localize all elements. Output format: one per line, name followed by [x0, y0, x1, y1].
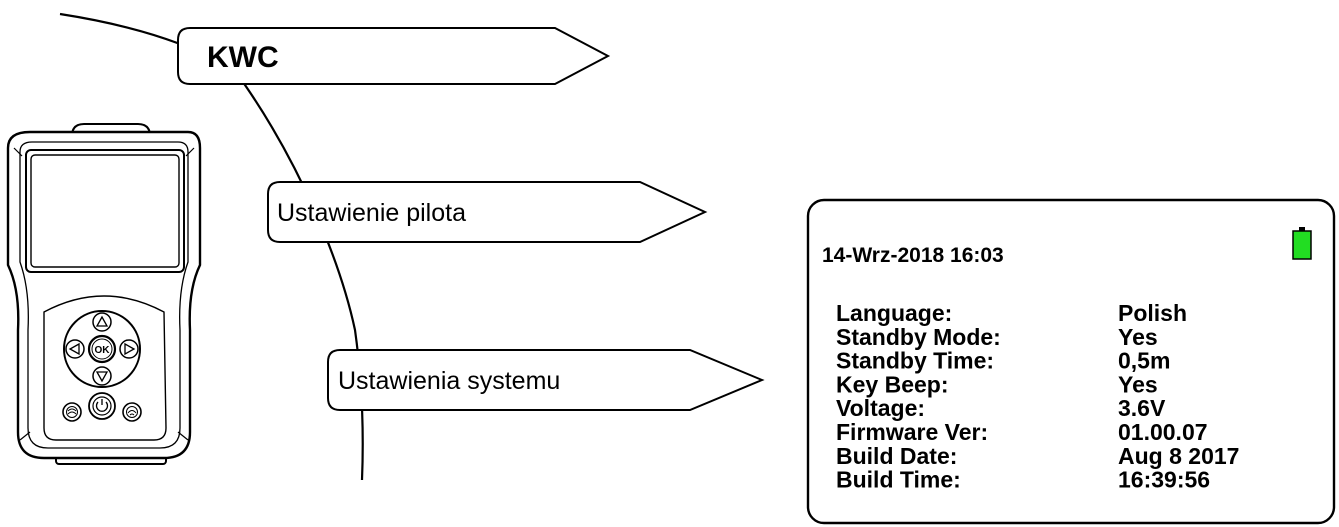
lcd-row-label: Language:	[836, 300, 952, 326]
menu-title-node[interactable]: KWC	[177, 27, 611, 85]
up-arrow-icon	[95, 315, 109, 327]
lcd-row-value: Yes	[1118, 324, 1158, 350]
lcd-row-label: Standby Time:	[836, 348, 994, 374]
lcd-row-label: Key Beep:	[836, 371, 948, 397]
menu-item-system-settings[interactable]: Ustawienia systemu	[327, 349, 765, 411]
lcd-row-label: Build Date:	[836, 443, 957, 469]
battery-icon	[1292, 227, 1312, 260]
lcd-row-value: 3.6V	[1118, 395, 1166, 421]
menu-item-label: Ustawienie pilota	[277, 199, 466, 227]
arrow-shape	[267, 181, 708, 243]
lcd-row-label: Build Time:	[836, 467, 961, 493]
lcd-row-value: 16:39:56	[1118, 467, 1210, 493]
lcd-row-value: Aug 8 2017	[1118, 443, 1239, 469]
lcd-row-value: Yes	[1118, 371, 1158, 397]
menu-title-label: KWC	[207, 41, 279, 74]
arrow-shape	[327, 349, 765, 411]
left-soft-button[interactable]	[62, 402, 82, 422]
power-icon	[95, 401, 109, 412]
lcd-row-label: Standby Mode:	[836, 324, 1001, 350]
lcd-row-value: 01.00.07	[1118, 419, 1208, 445]
device-keypad-panel	[43, 295, 167, 441]
right-arrow-icon	[124, 342, 136, 356]
menu-item-remote-settings[interactable]: Ustawienie pilota	[267, 181, 708, 243]
lcd-screen: 14-Wrz-2018 16:03 Language: PolishStandby…	[806, 198, 1336, 525]
menu-item-label: Ustawienia systemu	[338, 367, 560, 395]
signal-icon	[127, 410, 137, 416]
ok-label: OK	[95, 345, 111, 356]
lcd-datetime: 14-Wrz-2018 16:03	[822, 244, 1004, 267]
lcd-row-label: Voltage:	[836, 395, 925, 421]
lcd-row-value: 0,5m	[1118, 348, 1170, 374]
right-soft-button[interactable]	[122, 402, 142, 422]
lcd-frame	[806, 198, 1336, 525]
wave-icon	[67, 408, 77, 415]
lcd-row-value: Polish	[1118, 300, 1187, 326]
left-arrow-icon	[68, 342, 80, 356]
arrow-shape	[177, 27, 611, 85]
lcd-row-label: Firmware Ver:	[836, 419, 988, 445]
power-button[interactable]	[88, 392, 116, 420]
down-arrow-icon	[95, 371, 109, 383]
ok-button[interactable]: OK	[87, 334, 117, 364]
remote-device: OK	[6, 123, 202, 465]
